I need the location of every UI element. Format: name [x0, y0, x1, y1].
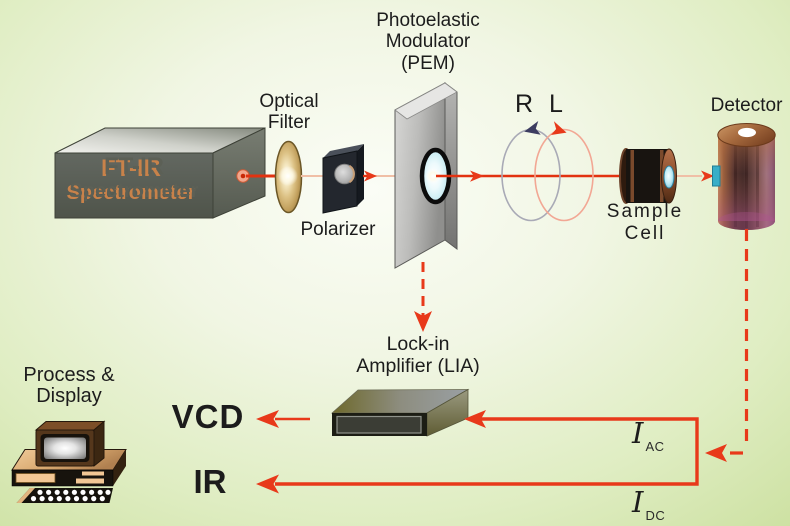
detector-signal-arrow	[705, 444, 727, 462]
pem-reference-arrow	[414, 311, 432, 332]
rotation-arrow-left	[551, 121, 567, 135]
process-display-label-line1: Process &	[23, 364, 115, 386]
beam-arrow-detector	[701, 170, 714, 182]
monitor-screen	[44, 437, 86, 459]
computer-base-right	[113, 449, 126, 486]
polarizer-label: Polarizer	[300, 219, 376, 240]
polarizer-aperture-rim	[348, 164, 355, 184]
pem-label: Photoelastic Modulator (PEM)	[358, 10, 498, 74]
sample-cell-label-line1: Sample	[606, 201, 684, 222]
pem-slab	[394, 82, 458, 269]
optical-filter-disk	[274, 140, 303, 214]
ac-arrow-into-lia	[464, 410, 486, 428]
detector-shade	[718, 135, 775, 221]
computer-vent-bar-1	[82, 471, 104, 476]
detector-bottom-tint	[718, 212, 775, 230]
lia-front-panel	[336, 415, 422, 434]
vcd-output-label: VCD	[171, 398, 245, 435]
ir-output-label: IR	[193, 463, 227, 500]
beam-glow	[278, 166, 298, 186]
spectrometer-label-line2: Spectrometer	[69, 180, 199, 202]
pem-lens-glow	[425, 168, 441, 184]
optical-filter-label-line2: Filter	[267, 112, 311, 134]
pem-label-line3: (PEM)	[401, 52, 455, 74]
sample-cell-ring-left	[630, 150, 634, 202]
lia-label-line1: Lock-in	[386, 333, 450, 355]
signal-dc-subscript: DC	[645, 508, 666, 523]
keyboard-left-edge	[16, 488, 35, 503]
lia-box	[330, 388, 470, 437]
polarizer-right-face	[357, 144, 364, 206]
spectrometer-front-face	[54, 152, 214, 219]
monitor-top-face	[34, 421, 106, 431]
beam-arrow-post-polarizer	[364, 170, 377, 182]
rotation-arrow-right	[524, 121, 541, 135]
signal-ac-symbol: I	[632, 416, 644, 450]
beam-arrow-mid	[470, 170, 484, 182]
rotation-left-label: L	[549, 90, 563, 118]
polarizer-top-face	[323, 144, 364, 158]
beam-exit-port-center	[240, 173, 246, 179]
computer	[11, 420, 127, 503]
detector-label: Detector	[710, 95, 783, 116]
spectrometer-label: FT-IR Spectrometer	[60, 153, 208, 202]
lia-label: Lock-in Amplifier (LIA)	[338, 333, 498, 378]
sample-cell-label-line2: Cell	[624, 222, 666, 244]
ir-arrow	[256, 474, 279, 494]
sample-cell-label: Sample Cell	[595, 201, 695, 245]
optical-filter-label-line1: Optical	[259, 91, 319, 112]
detector-window	[712, 165, 721, 187]
pem-label-line1: Photoelastic	[376, 10, 480, 31]
pem-label-line2: Modulator	[385, 31, 471, 53]
signal-ac-subscript: AC	[645, 439, 665, 454]
spectrometer-box	[54, 127, 266, 219]
keyboard-keys	[30, 489, 111, 502]
spectrometer-label-line1: FT-IR	[104, 153, 164, 180]
pem-top-face	[394, 82, 458, 120]
detector-top-hole	[738, 127, 756, 138]
optical-filter-label: Optical Filter	[239, 91, 339, 134]
computer-vent-bar-2	[76, 478, 104, 484]
polarizer-slab	[322, 144, 364, 214]
signal-dc-symbol: I	[632, 485, 644, 519]
process-display-label: Process & Display	[5, 365, 133, 407]
polarization-circle-left	[534, 128, 594, 222]
lia-label-line2: Amplifier (LIA)	[356, 355, 480, 378]
rotation-right-label: R	[514, 90, 534, 118]
vcd-arrow	[256, 410, 279, 428]
detector-cylinder	[712, 123, 776, 230]
monitor-right-face	[93, 420, 105, 468]
sample-cell-window	[663, 165, 675, 189]
sample-cell-cylinder	[619, 148, 677, 204]
computer-disk-slot	[15, 473, 56, 483]
process-display-label-line2: Display	[36, 385, 102, 407]
signal-routing-line	[275, 417, 699, 486]
